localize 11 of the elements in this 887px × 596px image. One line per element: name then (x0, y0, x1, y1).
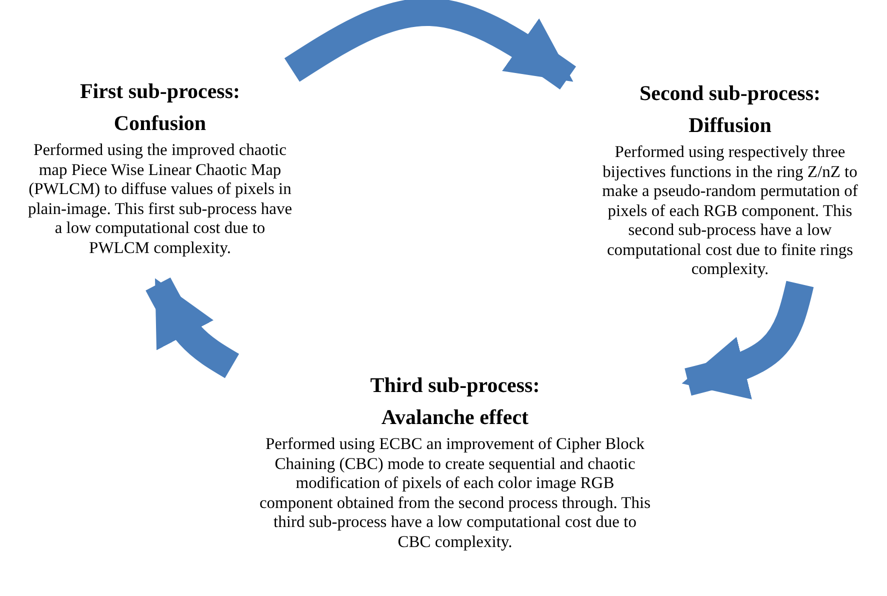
step-title: Confusion (114, 110, 206, 136)
description-text: Performed using respectively three bijectives functions in the ring Z/nZ to make a pseudo-random permutation of pixels of each RGB component. This second sub-process have a low computational cost due to finite rings complexity. (601, 142, 859, 278)
step-heading: Third sub-process: (370, 372, 540, 398)
step-title: Diffusion (688, 112, 772, 138)
description-text: Performed using ECBC an improvement of Cipher Block Chaining (CBC) mode to create sequential and chaotic modification of pixels of each color image RGB component obtained from the second process through. This third sub-process have a low computational cost due to CBC complexity. (258, 434, 652, 551)
step-title: Avalanche effect (381, 404, 529, 430)
step-heading: Second sub-process: (639, 80, 821, 106)
curved-arrow (146, 278, 240, 378)
curved-arrow (284, 0, 576, 90)
description-text: Performed using the improved chaotic map Piece Wise Linear Chaotic Map (PWLCM) to diffuse values of pixels in plain-image. This first sub-process have a low computational cost due to PWLCM complexity. (28, 140, 292, 257)
step-heading: First sub-process: (80, 78, 240, 104)
